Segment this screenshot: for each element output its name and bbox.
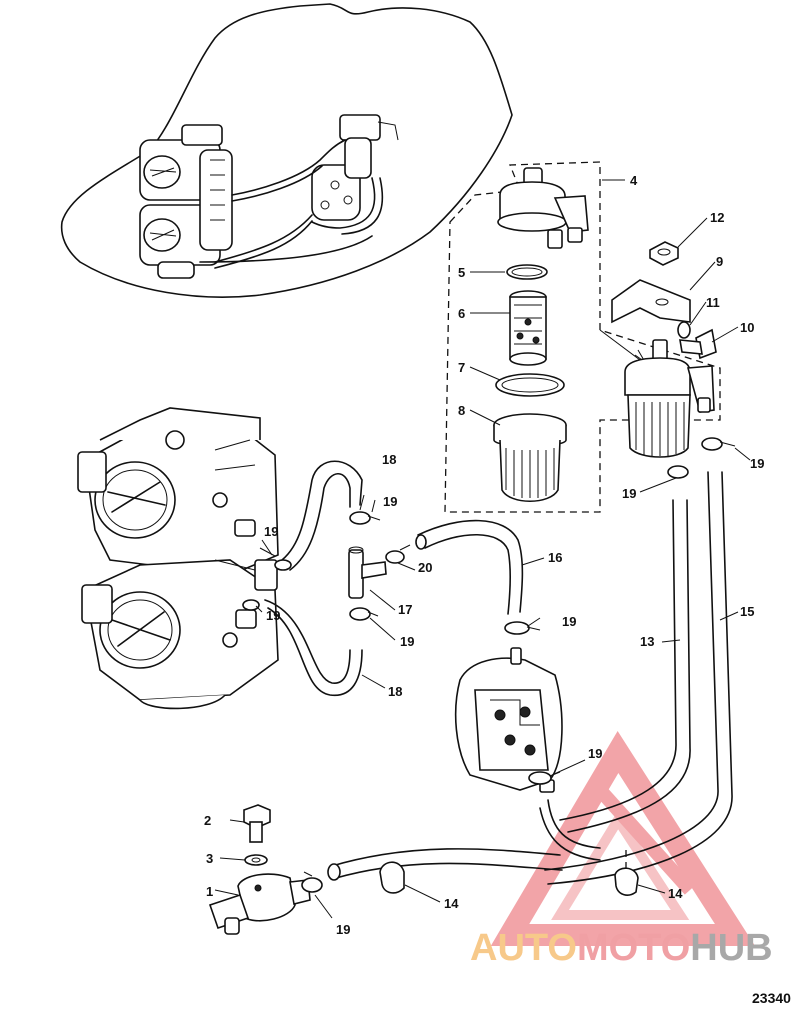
- watermark-part-3: HUB: [690, 927, 772, 969]
- engine-overview-inset: [60, 3, 513, 298]
- leader-lines: [214, 179, 751, 919]
- callout-13: 13: [640, 634, 654, 649]
- callout-19e: 19: [562, 614, 576, 629]
- callout-19c: 19: [266, 608, 280, 623]
- watermark-text: AUTOMOTOHUB: [470, 927, 773, 969]
- callout-19h: 19: [750, 456, 764, 471]
- callout-20: 20: [418, 560, 432, 575]
- callout-10: 10: [740, 320, 754, 335]
- watermark-logo: [490, 730, 756, 946]
- callout-19f: 19: [588, 746, 602, 761]
- callout-6: 6: [458, 306, 465, 321]
- callout-18a: 18: [382, 452, 396, 467]
- hose-lower-fitting: [331, 848, 561, 867]
- bracket-nut: [649, 241, 679, 266]
- callout-1: 1: [206, 884, 213, 899]
- callout-8: 8: [458, 403, 465, 418]
- hose-clamp-left: [379, 861, 405, 894]
- hose-18-lower: [267, 607, 363, 697]
- filter-bowl: [493, 413, 567, 502]
- assembled-fuel-filter: [624, 339, 715, 458]
- hose-18-upper: [281, 460, 363, 561]
- callout-14b: 14: [668, 886, 683, 901]
- callout-19i: 19: [336, 922, 350, 937]
- figure-number: 23340: [752, 990, 791, 1006]
- spring-clips: [242, 437, 736, 893]
- callout-11: 11: [706, 295, 720, 310]
- filter-cover: [497, 167, 589, 249]
- hose-16: [417, 519, 524, 613]
- filter-element: [509, 290, 547, 366]
- carburetor-assembly: [77, 407, 279, 710]
- hose-15: [544, 471, 719, 871]
- o-ring-large: [495, 373, 565, 397]
- mounting-bracket: [611, 279, 691, 324]
- watermark-part-1: AUTO: [470, 927, 577, 969]
- callout-18b: 18: [388, 684, 402, 699]
- o-ring-small: [506, 264, 548, 280]
- callout-5: 5: [458, 265, 465, 280]
- bracket-washer: [677, 321, 691, 339]
- callout-16: 16: [548, 550, 562, 565]
- callout-19d: 19: [400, 634, 414, 649]
- callout-19a: 19: [383, 494, 397, 509]
- callout-15: 15: [740, 604, 754, 619]
- watermark-part-2: MOTO: [577, 927, 690, 969]
- tee-fitting: [348, 546, 387, 599]
- callout-12: 12: [710, 210, 724, 225]
- callout-7: 7: [458, 360, 465, 375]
- callout-19g: 19: [622, 486, 636, 501]
- callout-9: 9: [716, 254, 723, 269]
- fitting-washer: [244, 854, 268, 866]
- hose-13: [559, 499, 677, 821]
- callout-14a: 14: [444, 896, 459, 911]
- fuel-pump: [454, 647, 563, 793]
- callout-2: 2: [204, 813, 211, 828]
- bracket-bolt: [679, 328, 717, 360]
- callout-3: 3: [206, 851, 213, 866]
- callout-19b: 19: [264, 524, 278, 539]
- svg-text:AUTOMOTOHUB: AUTOMOTOHUB: [470, 927, 773, 969]
- callout-4: 4: [630, 173, 638, 188]
- hose-clamp-right: [614, 850, 639, 896]
- fitting-bolt: [243, 804, 271, 843]
- inlet-fitting: [208, 873, 311, 935]
- callout-17: 17: [398, 602, 412, 617]
- callout-labels: 1 2 3 4 5 6 7 8 9 10 11 12 13 14 14 15 1…: [204, 173, 764, 937]
